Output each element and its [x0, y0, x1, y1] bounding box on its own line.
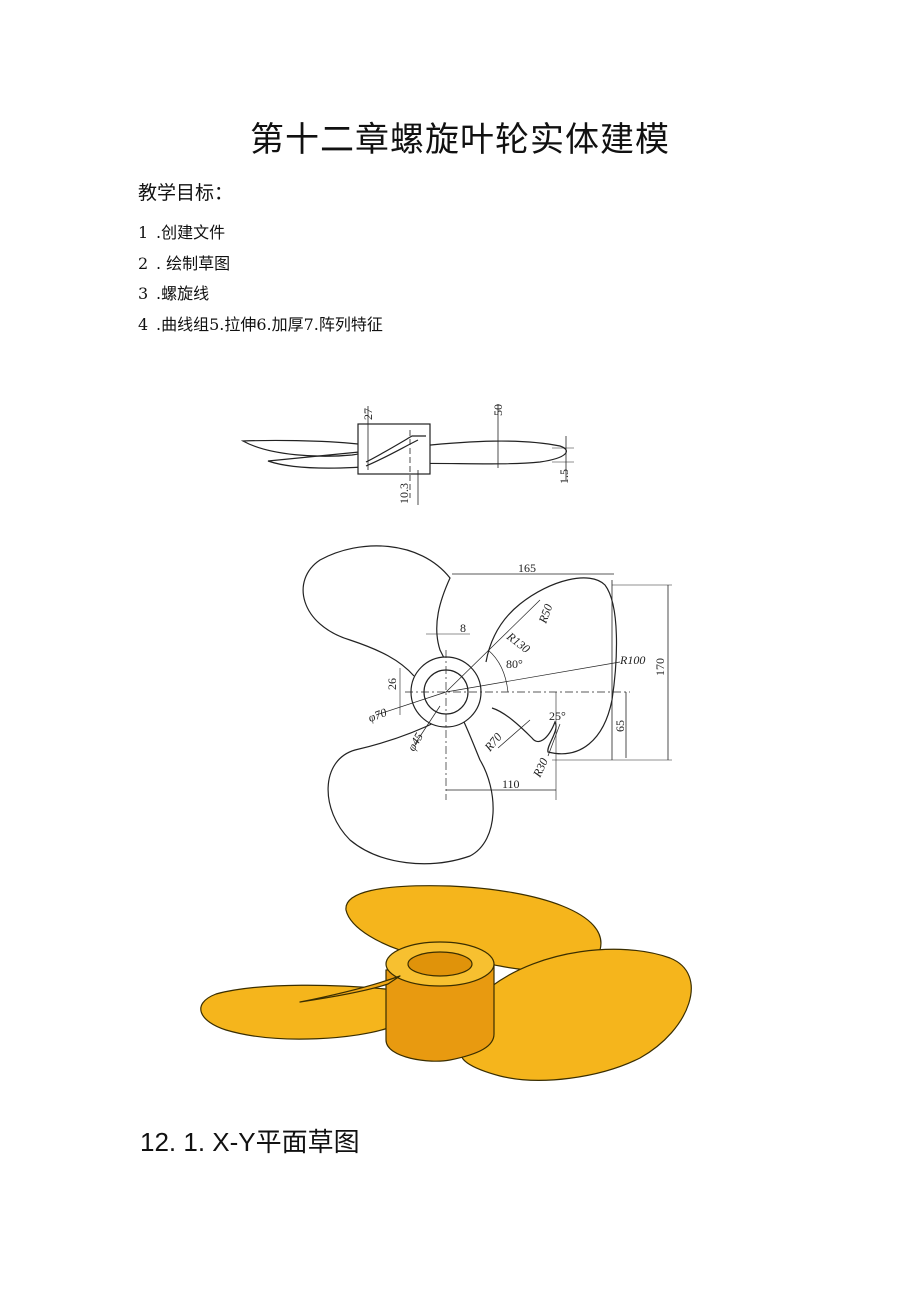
list-item: 2 . 绘制草图: [138, 253, 383, 284]
section-heading: 12. 1. X-Y平面草图: [140, 1127, 360, 1157]
dim-phi70: φ70: [366, 705, 388, 725]
dim-25-deg: 25°: [549, 709, 566, 723]
impeller-3d-render: [200, 885, 692, 1081]
list-item-number: 4: [138, 314, 149, 334]
dim-26: 26: [385, 678, 399, 690]
front-view-dims: 165 R50 R130 8 80° R100 170 26 φ70 φ45 R…: [366, 561, 667, 791]
list-item-text: .创建文件: [156, 223, 226, 242]
side-view-drawing: [240, 404, 574, 505]
dim-8: 8: [460, 621, 466, 635]
list-item: 3 .螺旋线: [138, 283, 383, 314]
dim-1-5: 1.5: [557, 469, 571, 484]
dim-r100: R100: [619, 653, 645, 667]
dim-50: 50: [491, 404, 505, 416]
page-title: 第十二章螺旋叶轮实体建模: [250, 120, 670, 160]
list-item: 4 .曲线组5.拉伸6.加厚7.阵列特征: [138, 314, 383, 345]
dim-165: 165: [518, 561, 536, 575]
dim-80-deg: 80°: [506, 657, 523, 671]
list-item-text: .曲线组5.拉伸6.加厚7.阵列特征: [156, 314, 383, 334]
front-view-drawing: [302, 545, 672, 865]
dim-r130: R130: [503, 629, 532, 656]
list-item-text: .螺旋线: [156, 284, 210, 303]
dim-r30: R30: [530, 756, 551, 780]
dim-110: 110: [502, 777, 520, 791]
list-item: 1 .创建文件: [138, 222, 383, 253]
list-item-number: 2: [138, 253, 149, 273]
side-view-dims: 27 50 1.5 10.3: [361, 404, 571, 504]
dim-10-3: 10.3: [397, 483, 411, 504]
list-item-number: 1: [138, 223, 149, 242]
dim-27: 27: [361, 408, 375, 420]
goals-heading: 教学目标：: [138, 182, 234, 204]
dim-65: 65: [613, 720, 627, 732]
list-item-text: . 绘制草图: [156, 253, 231, 273]
goals-list: 1 .创建文件 2 . 绘制草图 3 .螺旋线 4 .曲线组5.拉伸6.加厚7.阵列特征: [138, 222, 383, 344]
dim-r70: R70: [481, 730, 505, 755]
dim-170: 170: [653, 658, 667, 676]
list-item-number: 3: [138, 284, 149, 303]
dim-r50: R50: [535, 602, 555, 626]
